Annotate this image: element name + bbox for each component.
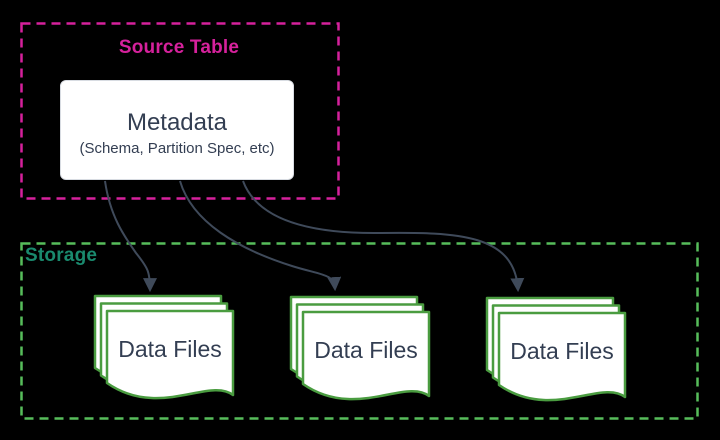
stacked-documents-icon bbox=[289, 295, 431, 401]
data-files-stack-2: Data Files bbox=[289, 295, 435, 409]
stacked-documents-icon bbox=[93, 294, 235, 400]
arrow-metadata-to-datafiles-1 bbox=[104, 180, 157, 293]
arrow-metadata-to-datafiles-3 bbox=[242, 180, 525, 293]
source-table-cluster-border bbox=[20, 22, 340, 200]
source-table-cluster-label: Source Table bbox=[118, 37, 240, 58]
metadata-node-title: Metadata bbox=[126, 109, 228, 137]
metadata-node: Metadata (Schema, Partition Spec, etc) bbox=[60, 80, 294, 180]
stacked-documents-icon bbox=[485, 296, 627, 402]
arrow-metadata-to-datafiles-2 bbox=[179, 180, 342, 292]
storage-cluster-border bbox=[20, 242, 699, 420]
metadata-node-subtitle: (Schema, Partition Spec, etc) bbox=[79, 140, 275, 158]
data-files-stack-1: Data Files bbox=[93, 294, 239, 408]
data-files-stack-3: Data Files bbox=[485, 296, 631, 410]
storage-cluster-label: Storage bbox=[25, 245, 98, 266]
